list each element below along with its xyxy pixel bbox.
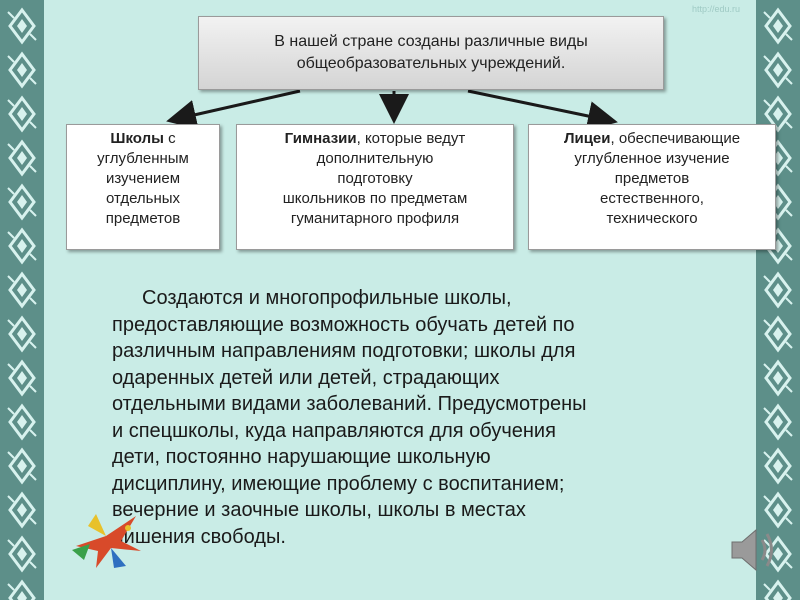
ornament-motif [7,183,37,221]
speaker-icon[interactable] [726,522,778,578]
ornament-motif [763,7,793,45]
paragraph-line: дисциплину, имеющие проблему с воспитани… [112,472,565,495]
bird-icon [72,514,141,568]
paragraph-line: и спецшколы, куда направляются для обуче… [112,419,556,442]
ornament-motif [763,491,793,529]
gymnasiums-box: Гимназии, которые ведут дополнительную п… [236,124,514,250]
ornament-motif [7,359,37,397]
lyceums-title: Лицеи [563,130,611,147]
ornament-motif [763,579,792,600]
ornament-motif [763,447,793,485]
ornament-motif [7,139,37,177]
paragraph-line: дети, постоянно нарушающие школьную [112,446,491,468]
lyceums-text: предметов [614,170,690,187]
right-ornament-border [756,0,800,600]
left-ornament-border [0,0,44,600]
main-concept-line-1: В нашей стране созданы различные виды [274,33,588,50]
ornament-motif [763,535,793,573]
paragraph-line: вечерние и заочные школы, школы в местах [112,499,526,521]
paragraph-line: Создаются и многопрофильные школы, [142,287,512,309]
ornament-motif [7,315,37,353]
ornament-motif [7,403,37,441]
lyceums-text: технического [606,210,698,227]
main-concept-line-2: общеобразовательных учреждений. [296,55,566,72]
lyceums-text: , обеспечивающие [610,130,741,147]
schools-text: отдельных [105,190,181,207]
arrow-to-lyceums [467,89,618,131]
ornament-motif [7,95,37,133]
ornament-motif [763,271,793,309]
lyceums-box: Лицеи, обеспечивающие углубленное изучен… [528,124,776,250]
gymnasiums-text: школьников по предметам [282,190,468,207]
body-paragraph: Создаются и многопрофильные школы, предо… [112,285,762,550]
paragraph-line: лишения свободы. [112,525,286,548]
ornament-motif [763,315,793,353]
lyceums-text: углубленное изучение [574,150,730,167]
gymnasiums-title: Гимназии [284,130,357,147]
ornament-motif [7,51,37,89]
schools-title: Школы [110,130,164,147]
ornament-motif [7,7,37,45]
gymnasiums-text: , которые ведут [356,130,466,147]
schools-text: углубленным [97,150,189,167]
main-concept-box: В нашей стране созданы различные виды об… [198,16,664,90]
paragraph-line: предоставляющие возможность обучать дете… [112,313,575,336]
gymnasiums-text: дополнительную [316,150,434,167]
gymnasiums-text: гуманитарного профиля [290,210,460,227]
lyceums-text: естественного, [600,190,704,207]
paragraph-line: одаренных детей или детей, страдающих [112,366,500,389]
watermark: http://edu.ru [691,4,740,14]
ornament-motif [7,227,37,265]
schools-text: предметов [105,210,181,227]
ornament-motif [763,403,793,441]
paragraph-line: отдельными видами заболеваний. Предусмот… [112,393,587,415]
paragraph-line: различным направлениям подготовки; школы… [112,340,576,362]
schools-box: Школы с углубленным изучением отдельных … [66,124,220,250]
ornament-motif [7,535,37,573]
ornament-motif [763,51,793,89]
ornament-icon [7,7,37,600]
ornament-motif [7,579,36,600]
ornament-motif [7,491,37,529]
schools-text: изучением [105,170,181,187]
gymnasiums-text: подготовку [337,170,413,187]
schools-text: с [163,130,176,147]
ornament-motif [7,271,37,309]
ornament-motif [763,95,793,133]
arrow-to-schools [166,89,301,130]
ornament-motif [763,359,793,397]
ornament-motif [7,447,37,485]
